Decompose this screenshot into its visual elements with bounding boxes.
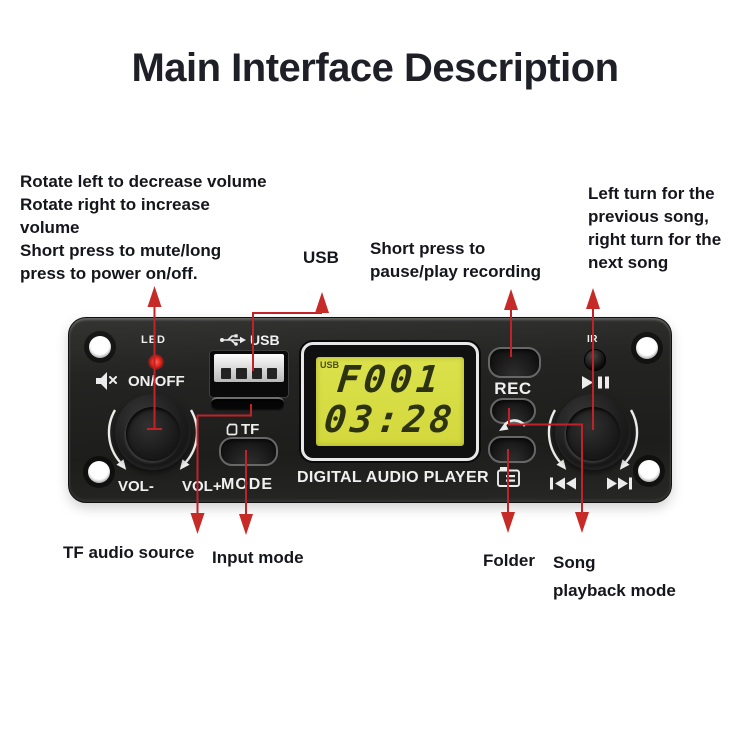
- note-tf-source: TF audio source: [63, 543, 195, 562]
- tf-card-icon: [226, 423, 238, 436]
- usb-port: [209, 350, 289, 398]
- usb-port-label: USB: [250, 332, 280, 348]
- lcd-source-indicator: USB: [320, 360, 340, 370]
- ir-label: IR: [587, 334, 598, 345]
- note-line: Left turn for the: [588, 184, 715, 203]
- next-track-icon: [607, 477, 632, 490]
- note-line: press to power on/off.: [20, 264, 198, 283]
- note-line: right turn for the: [588, 230, 722, 249]
- page-title: Main Interface Description: [131, 46, 619, 90]
- ir-receiver: [584, 349, 606, 371]
- note-volume-knob: Rotate left to decrease volume Rotate ri…: [20, 170, 267, 285]
- tf-slot-label: TF: [241, 421, 260, 438]
- screw-hole: [88, 461, 110, 483]
- mode-button-label: MODE: [221, 476, 273, 493]
- arrowhead-up: [504, 289, 518, 310]
- mode-button: [219, 437, 278, 466]
- folder-icon: [497, 467, 520, 487]
- note-song-playback: Song playback mode: [553, 549, 676, 605]
- repeat-icon: [499, 419, 527, 431]
- screw-hole: [636, 337, 658, 359]
- arrowhead-down: [501, 512, 515, 533]
- note-rec: Short press to pause/play recording: [370, 237, 541, 283]
- led-label: LED: [141, 334, 166, 346]
- note-line: Short press to mute/long: [20, 241, 222, 260]
- note-line: Short press to: [370, 239, 486, 258]
- power-knob-label: ON/OFF: [128, 373, 185, 390]
- rec-button: [488, 347, 541, 378]
- lcd-display: USB F001 03:28: [301, 342, 479, 461]
- arrowhead-up: [147, 286, 162, 307]
- note-line: Song: [553, 553, 596, 572]
- screw-hole: [638, 460, 660, 482]
- audio-player-board: LED ON/OFF VOL- VOL+ USB: [68, 317, 672, 503]
- track-knob: [555, 394, 631, 470]
- note-line: playback mode: [553, 581, 676, 600]
- previous-track-icon: [550, 477, 576, 490]
- note-line: next song: [588, 253, 669, 272]
- rec-button-label: REC: [494, 379, 532, 398]
- screw-hole: [89, 336, 111, 358]
- note-line: Rotate right to increase: [20, 195, 210, 214]
- brand-label: DIGITAL AUDIO PLAYER: [297, 469, 489, 486]
- note-line: Rotate left to decrease volume: [20, 172, 267, 191]
- folder-button: [488, 436, 536, 463]
- usb-port-pins: [221, 368, 277, 379]
- track-knob-cap: [566, 407, 620, 461]
- usb-port-tongue: [214, 354, 284, 382]
- arrowhead-down: [190, 513, 205, 534]
- tf-card-slot: [211, 397, 284, 412]
- note-track-knob: Left turn for the previous song, right t…: [588, 182, 721, 274]
- arrowhead-up: [586, 288, 600, 309]
- note-folder: Folder: [483, 551, 535, 570]
- lcd-screen: USB F001 03:28: [316, 357, 464, 446]
- vol-minus-label: VOL-: [118, 478, 154, 495]
- note-line: volume: [20, 218, 80, 237]
- note-usb: USB: [303, 248, 339, 267]
- power-led: [148, 354, 164, 370]
- note-line: pause/play recording: [370, 262, 541, 281]
- usb-trident-icon: [220, 334, 246, 346]
- arrowhead-up: [315, 292, 329, 313]
- arrowhead-down: [575, 512, 589, 533]
- lcd-track-number: F001: [335, 358, 445, 401]
- play-pause-icon: [582, 376, 609, 389]
- volume-knob: [115, 394, 191, 470]
- lcd-time: 03:28: [322, 398, 458, 441]
- arrowhead-down: [239, 514, 253, 535]
- mute-speaker-icon: [96, 372, 117, 390]
- volume-knob-cap: [126, 407, 180, 461]
- note-line: previous song,: [588, 207, 709, 226]
- note-input-mode: Input mode: [212, 548, 304, 567]
